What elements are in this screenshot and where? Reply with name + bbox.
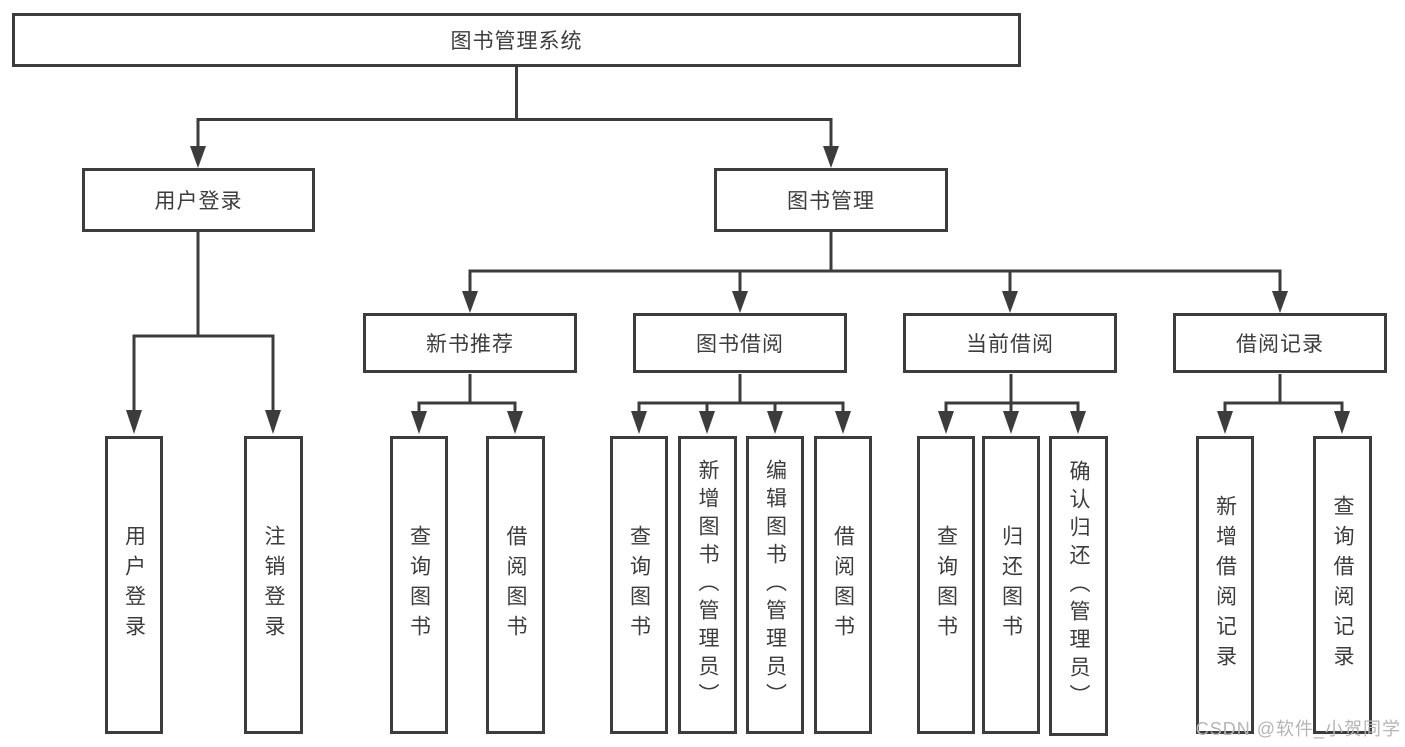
node-borrow-records: 借阅记录 [1173,313,1387,373]
leaf-add-books-admin: 新增图书（管理员） [678,436,737,734]
node-borrow-records-label: 借阅记录 [1236,333,1324,356]
node-library-system: 图书管理系统 [12,13,1021,67]
leaf-query-books-1: 查询图书 [390,436,448,734]
node-user-login: 用户登录 [82,168,315,232]
leaf-confirm-return-admin: 确认归还（管理员） [1049,436,1108,736]
node-book-borrow-label: 图书借阅 [696,333,784,356]
leaf-query-borrow-record: 查询借阅记录 [1313,436,1372,734]
node-user-login-label: 用户登录 [154,190,243,213]
node-new-book-recommend-label: 新书推荐 [426,333,514,356]
node-book-borrow: 图书借阅 [633,313,847,373]
leaf-query-books-3-label: 查询图书 [934,525,958,645]
leaf-query-borrow-record-label: 查询借阅记录 [1331,495,1354,675]
csdn-watermark: CSDN @软件_小贺同学 [1195,719,1401,739]
leaf-borrow-books-2: 借阅图书 [814,436,872,734]
node-book-management-label: 图书管理 [787,190,875,213]
leaf-edit-books-admin-label: 编辑图书（管理员） [763,459,787,711]
node-current-borrow-label: 当前借阅 [966,333,1054,356]
leaf-add-borrow-record-label: 新增借阅记录 [1213,495,1237,675]
node-current-borrow: 当前借阅 [903,313,1117,373]
leaf-query-books-2: 查询图书 [610,436,668,734]
leaf-query-books-1-label: 查询图书 [407,525,431,645]
leaf-edit-books-admin: 编辑图书（管理员） [746,436,804,734]
leaf-query-books-2-label: 查询图书 [627,525,651,645]
leaf-query-books-3: 查询图书 [917,436,975,734]
leaf-logout: 注销登录 [244,436,303,734]
node-new-book-recommend: 新书推荐 [363,313,577,373]
leaf-return-books-label: 归还图书 [999,525,1023,645]
leaf-confirm-return-admin-label: 确认归还（管理员） [1067,460,1090,712]
leaf-add-books-admin-label: 新增图书（管理员） [696,459,719,711]
node-book-management: 图书管理 [714,168,948,232]
leaf-user-login: 用户登录 [105,436,163,734]
leaf-borrow-books-1-label: 借阅图书 [504,525,527,645]
node-library-system-label: 图书管理系统 [450,30,583,53]
leaf-logout-label: 注销登录 [262,525,285,645]
leaf-user-login-label: 用户登录 [122,525,146,645]
leaf-add-borrow-record: 新增借阅记录 [1196,436,1254,734]
leaf-borrow-books-2-label: 借阅图书 [831,525,855,645]
leaf-return-books: 归还图书 [982,436,1040,734]
leaf-borrow-books-1: 借阅图书 [486,436,545,734]
